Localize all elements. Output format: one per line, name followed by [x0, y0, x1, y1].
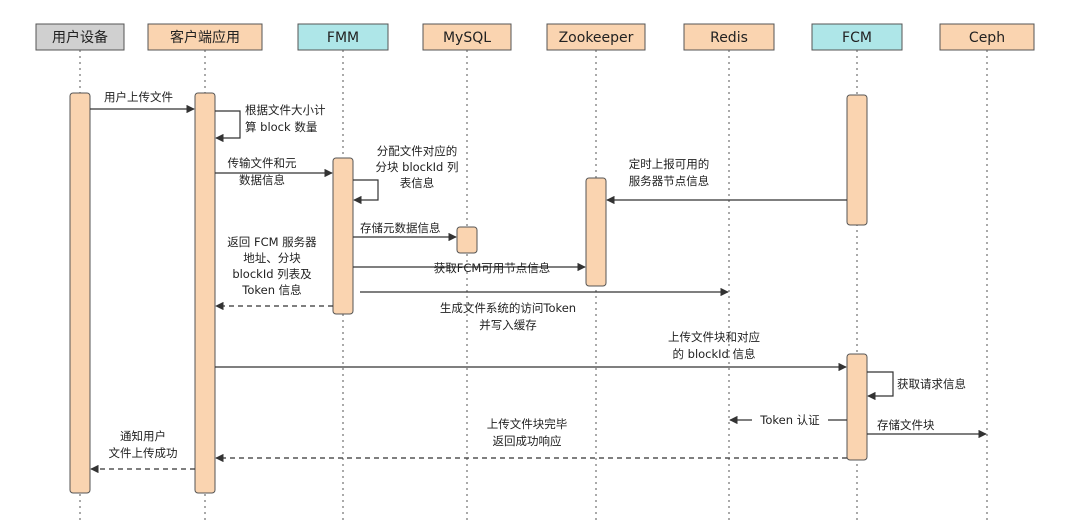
label-line: 上传文件块和对应: [668, 330, 760, 344]
participant-box: [811, 23, 903, 51]
message-label-get-request: 获取请求信息: [897, 377, 966, 391]
label-line: 根据文件大小计: [245, 103, 326, 117]
label-line: Token 信息: [241, 283, 301, 297]
label-line: 服务器节点信息: [629, 174, 710, 188]
message-label-get-fcm-nodes: 获取FCM可用节点信息: [434, 261, 551, 275]
label-line: 算 block 数量: [245, 120, 317, 134]
participant-box: [546, 23, 646, 51]
arrow-self-allocate-blocks: [353, 179, 379, 205]
messages: [90, 104, 987, 474]
participant-fmm: FMM: [297, 23, 389, 51]
activation-fmm: [332, 157, 354, 315]
label-line: 用户上传文件: [104, 90, 173, 104]
participant-label: MySQL: [443, 30, 491, 46]
label-line: 返回成功响应: [493, 434, 562, 448]
label-line: 传输文件和元: [228, 156, 297, 170]
label-line: 的 blockId 信息: [672, 347, 755, 361]
arrow-self-get-request: [867, 371, 894, 401]
label-line: 文件上传成功: [109, 446, 178, 460]
label-line: Token 认证: [759, 413, 820, 427]
label-line: 定时上报可用的: [629, 157, 710, 171]
participant-redis: Redis: [683, 23, 775, 51]
label-line: 并写入缓存: [479, 318, 537, 332]
label-line: 分配文件对应的: [377, 144, 458, 158]
label-line: 通知用户: [120, 429, 166, 443]
participant-box: [939, 23, 1035, 51]
activation-fcm-report: [846, 94, 868, 226]
activation-mysql: [456, 226, 478, 254]
participant-client-app: 客户端应用: [147, 23, 263, 51]
message-label-return-fcm-info: 返回 FCM 服务器地址、分块 blockId 列表及 Token 信息: [227, 235, 317, 297]
message-label-upload-blocks: 上传文件块和对应的 blockId 信息: [668, 330, 760, 361]
label-line: 地址、分块: [243, 251, 301, 265]
message-label-notify-user: 通知用户文件上传成功: [109, 429, 178, 460]
message-label-report-nodes: 定时上报可用的服务器节点信息: [629, 157, 710, 188]
token-auth-label-bg: [752, 411, 828, 427]
label-line: 表信息: [400, 176, 435, 190]
participant-ceph: Ceph: [939, 23, 1035, 51]
message-label-store-blocks: 存储文件块: [877, 418, 935, 432]
label-line: 获取请求信息: [897, 377, 966, 391]
participant-label: Ceph: [969, 30, 1005, 46]
participant-label: FCM: [842, 30, 872, 46]
label-line: 分块 blockId 列: [375, 160, 458, 174]
participant-mysql: MySQL: [422, 23, 512, 51]
participant-box: [35, 23, 125, 51]
participant-label: 客户端应用: [170, 29, 240, 46]
label-line: 存储元数据信息: [360, 221, 441, 235]
message-label-calc-blocks: 根据文件大小计算 block 数量: [245, 103, 326, 134]
participant-box: [297, 23, 389, 51]
message-label-return-success: 上传文件块完毕返回成功响应: [487, 417, 568, 448]
activation-fcm-upload: [846, 353, 868, 461]
participant-label: 用户设备: [52, 29, 108, 46]
participant-label: Zookeeper: [559, 30, 634, 46]
message-label-token-auth: Token 认证: [759, 413, 820, 427]
activation-client-app: [194, 92, 216, 494]
label-line: 获取FCM可用节点信息: [434, 261, 551, 275]
message-label-store-metadata: 存储元数据信息: [360, 221, 441, 235]
activation-user-device: [69, 92, 91, 494]
participant-box: [422, 23, 512, 51]
participant-user-device: 用户设备: [35, 23, 125, 51]
participant-label: Redis: [710, 30, 748, 46]
message-label-transfer-metadata: 传输文件和元数据信息: [228, 156, 297, 187]
label-line: 上传文件块完毕: [487, 417, 568, 431]
participant-box: [147, 23, 263, 51]
participant-fcm: FCM: [811, 23, 903, 51]
activations: [69, 92, 868, 494]
label-line: 生成文件系统的访问Token: [440, 301, 576, 315]
label-line: 数据信息: [239, 173, 285, 187]
participant-box: [683, 23, 775, 51]
arrow-self-calc-blocks: [215, 110, 241, 143]
activation-zookeeper: [585, 177, 607, 287]
message-label-user-upload: 用户上传文件: [104, 90, 173, 104]
participant-zookeeper: Zookeeper: [546, 23, 646, 51]
label-line: 存储文件块: [877, 418, 935, 432]
message-label-generate-token: 生成文件系统的访问Token 并写入缓存: [440, 301, 576, 332]
label-line: 返回 FCM 服务器: [227, 235, 317, 249]
label-line: blockId 列表及: [232, 267, 312, 281]
message-label-allocate-blocks: 分配文件对应的分块 blockId 列表信息: [375, 144, 458, 190]
participant-label: FMM: [327, 30, 359, 46]
